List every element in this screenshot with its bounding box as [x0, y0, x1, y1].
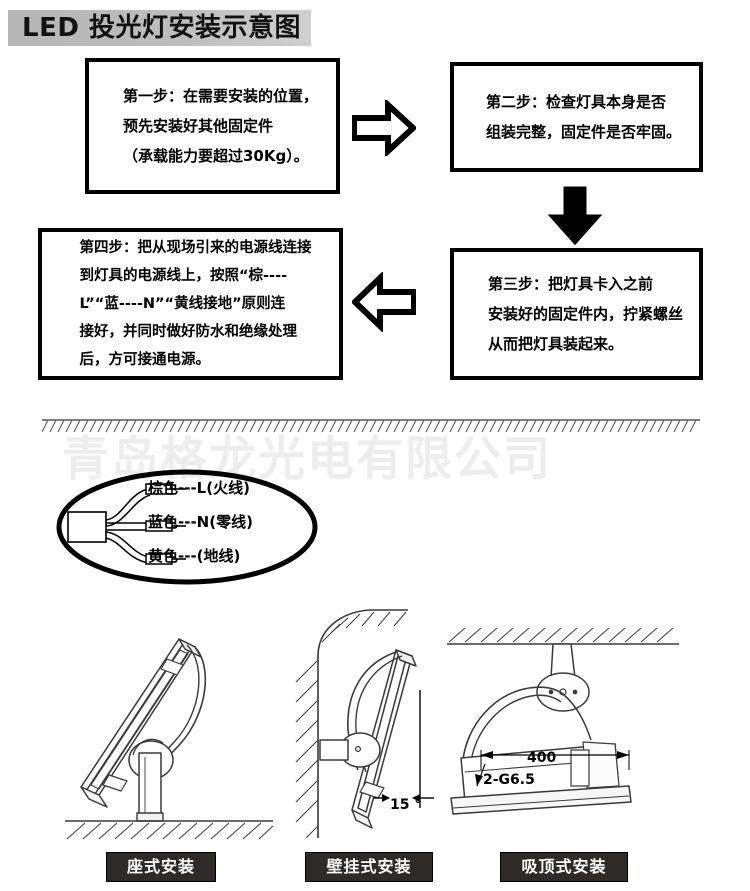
dimension-hole-label: 2-G6.5 — [483, 772, 535, 788]
page-title: LED 投光灯安装示意图 — [22, 13, 301, 43]
wiring-callout-diagram — [56, 469, 318, 585]
dimension-length-label: 400 — [527, 750, 557, 766]
step-1-text: 第一步：在需要安装的位置， 预先安装好其他固定件 （承载能力要超过30Kg）。 — [122, 87, 318, 165]
arrow-right-icon — [352, 100, 416, 156]
wire-label-earth: 黄色---(地线) — [148, 547, 241, 565]
illustration-base-mount — [65, 638, 274, 840]
step-box-1: 第一步：在需要安装的位置， 预先安装好其他固定件 （承载能力要超过30Kg）。 — [85, 58, 340, 194]
step-3-text: 第三步：把灯具卡入之前 安装好的固定件内，拧紧螺丝 从而把灯具装起来。 — [487, 275, 683, 353]
step-box-4: 第四步：把从现场引来的电源线连接 到灯具的电源线上，按照“棕---- L”“蓝-… — [38, 228, 343, 380]
illustration-wall-mount — [295, 609, 434, 838]
step-4-text: 第四步：把从现场引来的电源线连接 到灯具的电源线上，按照“棕---- L”“蓝-… — [79, 240, 312, 368]
mount-label-wall: 壁挂式安装 — [305, 852, 433, 882]
arrow-left-icon — [352, 272, 416, 332]
step-box-3: 第三步：把灯具卡入之前 安装好的固定件内，拧紧螺丝 从而把灯具装起来。 — [450, 248, 703, 380]
dimension-angle-label: 15 ° — [390, 797, 422, 813]
step-box-2: 第二步：检查灯具本身是否 组装完整，固定件是否牢固。 — [450, 62, 703, 172]
ceiling-hatch-line — [42, 419, 700, 433]
mount-label-ceiling-text: 吸顶式安装 — [521, 857, 607, 876]
illustration-ceiling-mount — [447, 627, 679, 815]
title-band — [8, 10, 311, 46]
wire-label-live: 棕色---L(火线) — [148, 479, 250, 497]
mount-label-ceiling: 吸顶式安装 — [500, 852, 628, 882]
arrow-down-icon — [547, 186, 603, 246]
mount-label-base: 座式安装 — [106, 852, 216, 882]
wire-label-neutral: 蓝色---N(零线) — [148, 513, 253, 531]
step-2-text: 第二步：检查灯具本身是否 组装完整，固定件是否牢固。 — [485, 93, 681, 141]
mount-label-wall-text: 壁挂式安装 — [326, 857, 412, 876]
mount-label-base-text: 座式安装 — [126, 857, 195, 876]
